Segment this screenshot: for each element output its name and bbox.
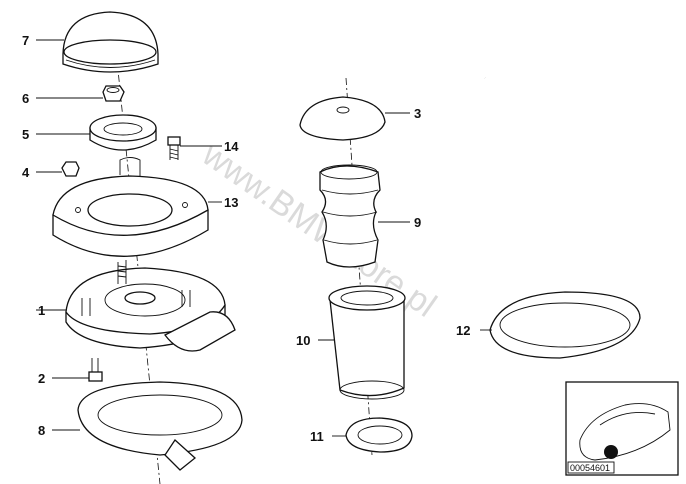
part-label-1: 1 <box>38 303 45 318</box>
coil-spring <box>476 38 637 286</box>
support-ring <box>345 417 413 453</box>
watermark: www.BMWstore.pl <box>195 135 444 325</box>
part-label-10: 10 <box>296 333 310 348</box>
vehicle-inset: 00054601 <box>565 381 679 476</box>
protective-tube <box>328 285 406 400</box>
dust-cap <box>62 11 159 73</box>
spring-pad-upper <box>489 291 641 359</box>
top-nut <box>102 85 125 102</box>
side-nut <box>61 161 80 177</box>
part-label-6: 6 <box>22 91 29 106</box>
part-label-3: 3 <box>414 106 421 121</box>
lower-spring-pad <box>77 381 243 471</box>
part-label-14: 14 <box>224 139 239 154</box>
part-label-7: 7 <box>22 33 29 48</box>
part-label-9: 9 <box>414 215 421 230</box>
axis-line-middle <box>345 77 373 456</box>
part-label-12: 12 <box>456 323 470 338</box>
bearing-ring <box>89 114 157 151</box>
hex-bolt-lower <box>88 358 103 382</box>
inset-highlight-dot <box>604 445 618 459</box>
part-label-13: 13 <box>224 195 238 210</box>
support-plate <box>52 157 209 257</box>
hex-bolt-upper <box>167 136 181 160</box>
part-label-5: 5 <box>22 127 29 142</box>
part-label-4: 4 <box>22 165 30 180</box>
part-label-2: 2 <box>38 371 45 386</box>
bump-stop <box>319 164 381 268</box>
leader-lines <box>36 39 492 437</box>
upper-washer <box>299 96 386 141</box>
spring-support-mount <box>65 260 236 352</box>
reference-code: 00054601 <box>570 463 610 473</box>
part-label-8: 8 <box>38 423 45 438</box>
part-label-11: 11 <box>310 429 324 444</box>
